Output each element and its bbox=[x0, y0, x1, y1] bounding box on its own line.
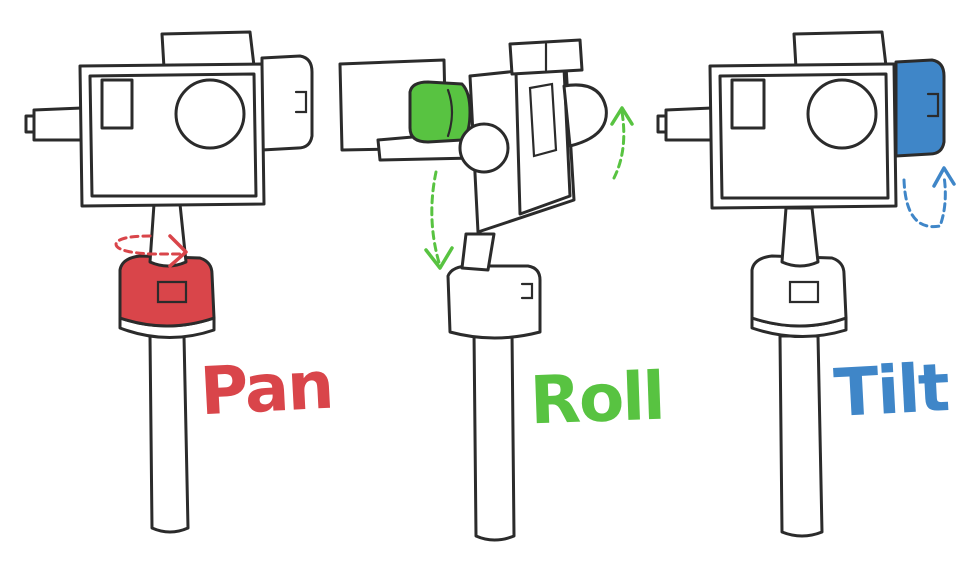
tilt-arrow-head bbox=[932, 166, 956, 188]
pan-gimbal-illustration bbox=[24, 30, 314, 534]
pan-motor bbox=[118, 254, 216, 328]
roll-handle bbox=[472, 330, 516, 542]
tilt-label: Tilt bbox=[832, 349, 950, 432]
tilt-pan-motor bbox=[750, 254, 848, 328]
pan-arrow-head bbox=[168, 234, 188, 268]
tilt-motor bbox=[894, 58, 946, 158]
pan-label: Pan bbox=[198, 346, 335, 431]
pan-rotation-arrow bbox=[114, 234, 186, 256]
pan-camera-lens bbox=[174, 78, 246, 150]
pan-handle bbox=[148, 334, 190, 534]
roll-down-arrow bbox=[430, 170, 442, 268]
roll-gimbal-illustration bbox=[338, 38, 634, 542]
roll-motor bbox=[408, 80, 472, 144]
roll-camera-lens bbox=[562, 83, 608, 148]
roll-label: Roll bbox=[528, 357, 665, 440]
roll-base bbox=[446, 264, 542, 340]
tilt-handle bbox=[778, 334, 824, 538]
roll-up-arrow bbox=[612, 110, 626, 180]
tilt-rotation-arrow bbox=[902, 174, 947, 229]
roll-down-arrow-head bbox=[424, 246, 454, 270]
tilt-camera-lens bbox=[806, 78, 878, 150]
roll-up-arrow-head bbox=[610, 106, 634, 126]
tilt-gimbal-illustration bbox=[656, 30, 956, 538]
